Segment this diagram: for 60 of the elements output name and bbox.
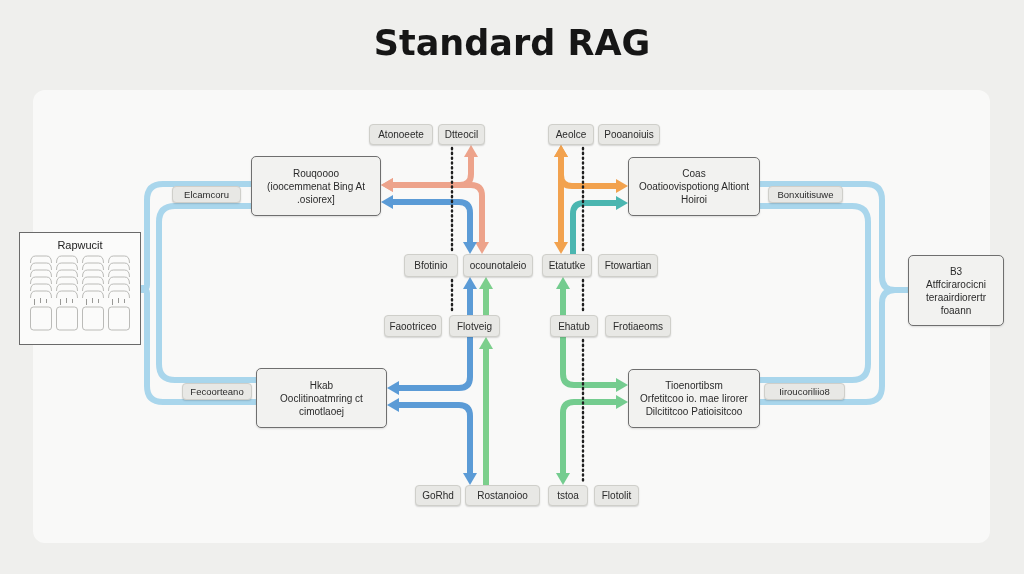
- arrow: [479, 277, 493, 315]
- tag-label: Atonoeete: [369, 124, 433, 145]
- box-text: (ioocemmenat Bing At .osiorex]: [266, 179, 366, 206]
- box-text: Ooatioovispotiong Altiont Hoiroi: [637, 180, 751, 206]
- connector-line: [760, 287, 908, 405]
- edge-label: Iiroucoriliio8: [764, 383, 845, 400]
- document-box: [19, 232, 141, 345]
- arrow: [479, 337, 493, 485]
- dotted-line: [450, 278, 454, 314]
- edge-label: Elcamcoru: [172, 186, 241, 203]
- tag-label: Frotiaeoms: [605, 315, 671, 337]
- tag-label: Faootriceo: [384, 315, 442, 337]
- tag-label: Aeolce: [548, 124, 594, 145]
- connector-line: [156, 203, 256, 383]
- box-heading: B3: [949, 264, 963, 278]
- arrow: [381, 178, 489, 254]
- arrow: [570, 196, 628, 254]
- tag-label: ocounotaleio: [463, 254, 533, 277]
- tag-label: Rostanoioo: [465, 485, 540, 506]
- arrow: [560, 337, 628, 392]
- dotted-line: [581, 278, 585, 314]
- process-box: [908, 255, 1004, 326]
- arrow: [556, 395, 628, 485]
- box-heading: Coas: [682, 167, 706, 180]
- box-text: Ooclitinoatmring ct cimotlaoej: [279, 391, 364, 418]
- tag-label: Flotveig: [449, 315, 500, 337]
- tag-label: Bfotinio: [404, 254, 458, 277]
- arrow: [387, 337, 473, 395]
- diagram-title: Standard RAG: [373, 23, 651, 64]
- tag-label: Etatutke: [542, 254, 592, 277]
- connector-line: [760, 203, 871, 383]
- document-heading: Rapwucit: [57, 239, 103, 251]
- arrow: [556, 277, 570, 315]
- arrow: [463, 277, 477, 315]
- connector-line: [141, 181, 251, 291]
- dotted-line: [581, 338, 585, 484]
- tag-label: Ehatub: [550, 315, 598, 337]
- box-text: Atffcirarocicni teraairdiorertr foaann: [925, 277, 987, 317]
- tag-label: Dtteocil: [438, 124, 485, 145]
- tag-label: Ftowartian: [598, 254, 658, 277]
- box-heading: Tioenortibsm: [665, 379, 723, 392]
- box-text: Orfetitcoo io. mae Iirorer Dilcititcoo Patioisitcoo: [639, 392, 749, 418]
- dotted-line: [581, 146, 585, 253]
- box-heading: Hkab: [309, 378, 334, 392]
- connector-line: [141, 287, 256, 405]
- process-box: [628, 369, 760, 428]
- tag-label: Pooanoiuis: [598, 124, 660, 145]
- process-box: [251, 156, 381, 216]
- edge-label: Bonxuitisuwe: [768, 186, 843, 203]
- process-box: [628, 157, 760, 216]
- arrow: [387, 398, 477, 485]
- tag-label: GoRhd: [415, 485, 461, 506]
- dotted-line: [450, 146, 454, 253]
- tag-label: tstoa: [548, 485, 588, 506]
- process-box: [256, 368, 387, 428]
- arrow: [381, 195, 477, 254]
- tag-label: Flotolit: [594, 485, 639, 506]
- box-heading: Rouqoooo: [292, 166, 340, 180]
- edge-label: Fecoorteano: [182, 383, 252, 400]
- arrow: [554, 145, 628, 193]
